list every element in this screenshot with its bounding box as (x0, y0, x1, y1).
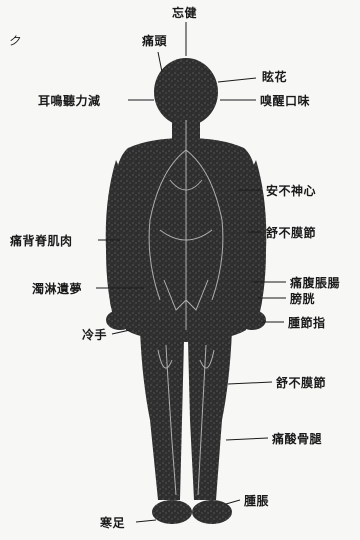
label-ankle-right: 痛酸骨腿 (272, 432, 322, 446)
label-chest-right: 安不神心 (266, 184, 316, 198)
label-head-right-2: 嗅醒口味 (260, 94, 310, 108)
left-leg-shape (140, 330, 184, 500)
left-hand-shape (106, 310, 134, 330)
label-head-right-1: 眩花 (262, 70, 287, 84)
head-shape (154, 58, 218, 126)
corner-mark: ク (8, 34, 21, 48)
label-head-left: 耳鳴聽力減 (38, 94, 101, 108)
right-hand-shape (238, 310, 266, 330)
label-waist-right: 舒不膜節 (266, 226, 316, 240)
label-foot-left: 寒足 (100, 516, 125, 530)
label-pelvis-left: 濁淋遺夢 (32, 282, 82, 296)
label-lower-right-2: 膀胱 (290, 292, 315, 306)
left-foot-shape (152, 500, 192, 524)
label-foot-right: 腫脹 (244, 494, 269, 508)
label-top-left: 痛頭 (142, 34, 167, 48)
label-leg-right: 舒不膜節 (276, 376, 326, 390)
right-leg-shape (188, 330, 232, 500)
label-hand-left: 冷手 (82, 328, 107, 342)
label-mid-left: 痛背脊肌肉 (10, 234, 73, 248)
label-knee-right: 腫節指 (288, 316, 326, 330)
label-lower-right-1: 痛腹脹腸 (290, 276, 340, 290)
label-top-center: 忘健 (172, 6, 197, 20)
